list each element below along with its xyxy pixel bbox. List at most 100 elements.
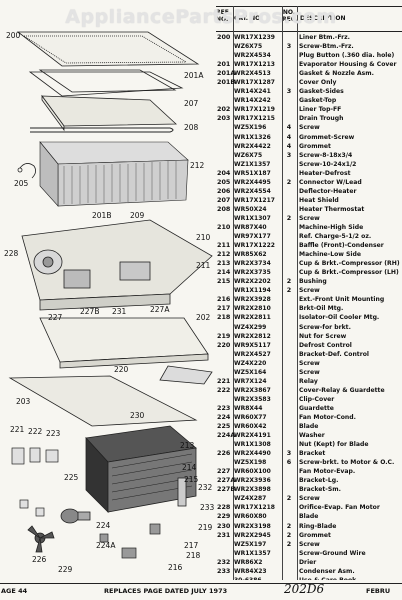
qty-cell: 2 xyxy=(286,530,292,539)
diagram-drawing: 200 201A 207 208 212 205 201B 209 228 21… xyxy=(4,31,215,574)
cat-no-cell: WR2X2810 xyxy=(234,305,271,313)
cat-no-cell: WR2X3734 xyxy=(234,260,271,268)
cat-no-cell: WR17X1213 xyxy=(234,61,275,69)
description-cell: Screw-8-18x3/4 xyxy=(299,151,353,159)
condenser-fan-motor xyxy=(60,508,91,524)
cat-no-cell: WZ6X75 xyxy=(234,43,263,51)
description-cell: Clip-Cover xyxy=(299,395,335,403)
ref-cell: 218 xyxy=(217,313,231,322)
ref-cell: 215 xyxy=(217,277,231,286)
callout: 203 xyxy=(16,397,31,406)
callout: 230 xyxy=(130,411,145,420)
description-cell: Machine-Low Side xyxy=(299,251,362,259)
ref-cell: 231 xyxy=(217,530,231,539)
ref-cell: 200 xyxy=(217,33,231,41)
handwritten-note: 202D6 xyxy=(284,582,325,596)
cat-no-cell: WZ5X196 xyxy=(234,124,267,132)
qty-cell: 2 xyxy=(286,286,292,295)
exploded-parts-diagram: 200 201A 207 208 212 205 201B 209 228 21… xyxy=(4,31,215,574)
callout: 232 xyxy=(198,483,213,492)
description-cell: Screw xyxy=(299,287,320,295)
ref-cell: 223 xyxy=(217,403,231,412)
callout: 205 xyxy=(14,179,29,188)
cat-no-cell: WR60X42 xyxy=(234,423,267,431)
table-row: 30-6386Use & Care Book xyxy=(216,576,402,580)
qty-cell: 4 xyxy=(286,123,292,132)
description-cell: Screw xyxy=(299,540,320,548)
heat-shield xyxy=(41,94,178,132)
cat-no-cell: WR2X2202 xyxy=(234,278,271,286)
cat-no-cell: WR2X4534 xyxy=(234,52,271,60)
callout: 215 xyxy=(184,475,199,484)
cat-no-cell: WZ4X287 xyxy=(234,495,267,503)
callout: 214 xyxy=(182,463,197,472)
callout: 227B xyxy=(80,307,99,316)
replaces-note: REPLACES PAGE DATED JULY 1973 xyxy=(104,587,228,595)
condenser-fan-blade xyxy=(27,525,55,553)
description-cell: Deflector-Heater xyxy=(299,187,357,195)
callout: 207 xyxy=(184,99,199,108)
description-cell: Plug Button (.360 dia. hole) xyxy=(299,52,395,60)
description-cell: Washer xyxy=(299,432,325,440)
page-number: AGE 44 xyxy=(1,587,28,595)
cat-no-cell: WR51X187 xyxy=(234,169,271,177)
cat-no-cell: WR17X1239 xyxy=(234,34,275,41)
ref-cell: 225 xyxy=(217,422,231,431)
condenser-baffle xyxy=(159,365,213,385)
cat-no-cell: WR60X100 xyxy=(234,468,271,476)
description-cell: Bracket-Def. Control xyxy=(299,350,369,358)
description-cell: Gasket & Nozzle Asm. xyxy=(299,70,374,78)
callout: 220 xyxy=(114,365,129,374)
cat-no-cell: WZ4X220 xyxy=(234,359,267,367)
callout: 223 xyxy=(46,429,61,438)
gasket-frame xyxy=(28,69,184,97)
description-cell: Gasket-Sides xyxy=(299,88,344,96)
cat-no-cell: WZ5X197 xyxy=(234,540,267,548)
defrost-heater xyxy=(30,127,174,133)
cat-no-cell: WR17X1287 xyxy=(234,79,275,87)
header-cat: CAT. NO. xyxy=(234,15,263,22)
ref-cell: 204 xyxy=(217,168,231,177)
footer-rule xyxy=(0,583,402,584)
description-cell: Ref. Charge-5-1/2 oz. xyxy=(299,233,372,241)
cat-no-cell: WR2X4513 xyxy=(234,70,271,78)
ref-cell: 206 xyxy=(217,186,231,195)
ref-cell: 230 xyxy=(217,521,231,530)
description-cell: Grommet xyxy=(299,142,331,150)
ref-cell: 233 xyxy=(217,566,231,575)
description-cell: Orifice-Evap. Fan Motor xyxy=(299,504,380,512)
description-cell: Bracket-Lg. xyxy=(299,477,339,485)
ref-cell: 205 xyxy=(217,177,231,186)
description-cell: Use & Care Book xyxy=(299,576,402,580)
cat-no-cell: WR2X2811 xyxy=(234,314,271,322)
description-cell: Machine-High Side xyxy=(299,223,364,231)
callout: 202 xyxy=(196,313,211,322)
cat-no-cell: WR60X80 xyxy=(234,513,267,521)
description-cell: Screw xyxy=(299,214,320,222)
header-desc: DESCRIPTION xyxy=(300,15,346,22)
description-cell: Cover Only xyxy=(299,79,337,87)
ref-cell: 216 xyxy=(217,295,231,304)
evap-fan-assembly xyxy=(33,249,151,289)
header-ref: REF. NO. xyxy=(216,9,231,23)
description-cell: Heat Shield xyxy=(299,196,339,204)
description-cell: Liner Btm.-Frz. xyxy=(299,34,350,41)
cat-no-cell: WZ6X75 xyxy=(234,151,263,159)
description-cell: Fan Motor-Cond. xyxy=(299,413,356,421)
callout: 211 xyxy=(196,261,211,270)
